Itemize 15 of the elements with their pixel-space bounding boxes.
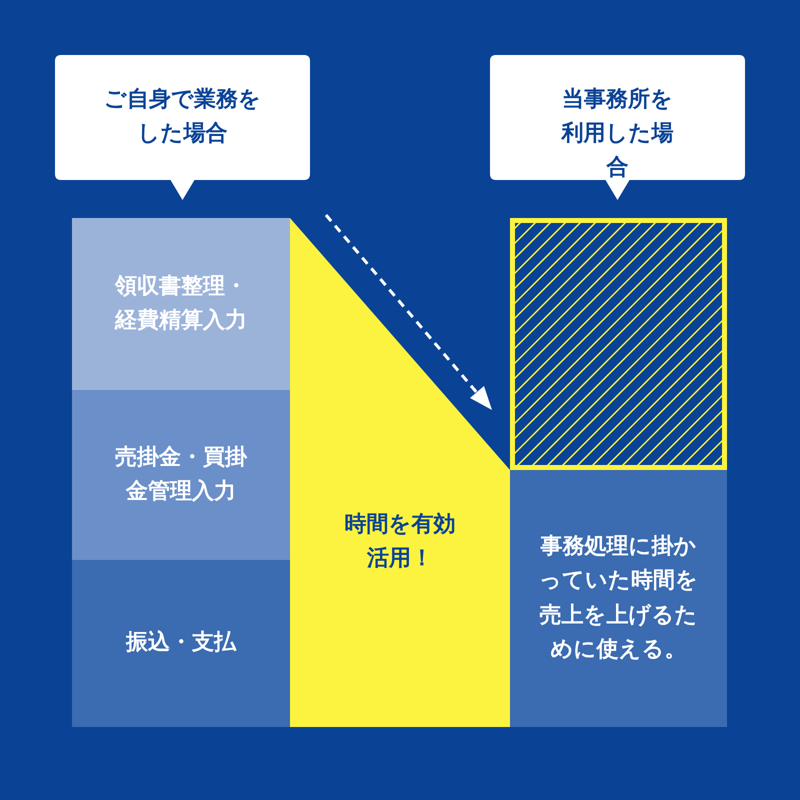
node-label: 当事務所を利用した場合 xyxy=(560,86,674,182)
node-label: 振込・支払 xyxy=(124,629,238,658)
node-label: 時間を有効活用！ xyxy=(344,511,456,574)
task-box xyxy=(72,560,290,727)
hatched-square xyxy=(510,218,727,470)
node-label: 売掛金・買掛金管理入力 xyxy=(114,444,248,506)
node-label: ご自身で業務をした場合 xyxy=(103,86,262,148)
task-box xyxy=(510,470,727,727)
node-label: 事務処理に掛かっていた時間を売上を上げるために使える。 xyxy=(538,533,698,664)
node-label: 領収書整理・経費精算入力 xyxy=(114,272,248,335)
speech-bubble xyxy=(490,55,745,200)
speech-bubble xyxy=(55,55,310,200)
task-box xyxy=(72,390,290,560)
task-box xyxy=(72,218,290,390)
sloped-area xyxy=(290,218,510,727)
